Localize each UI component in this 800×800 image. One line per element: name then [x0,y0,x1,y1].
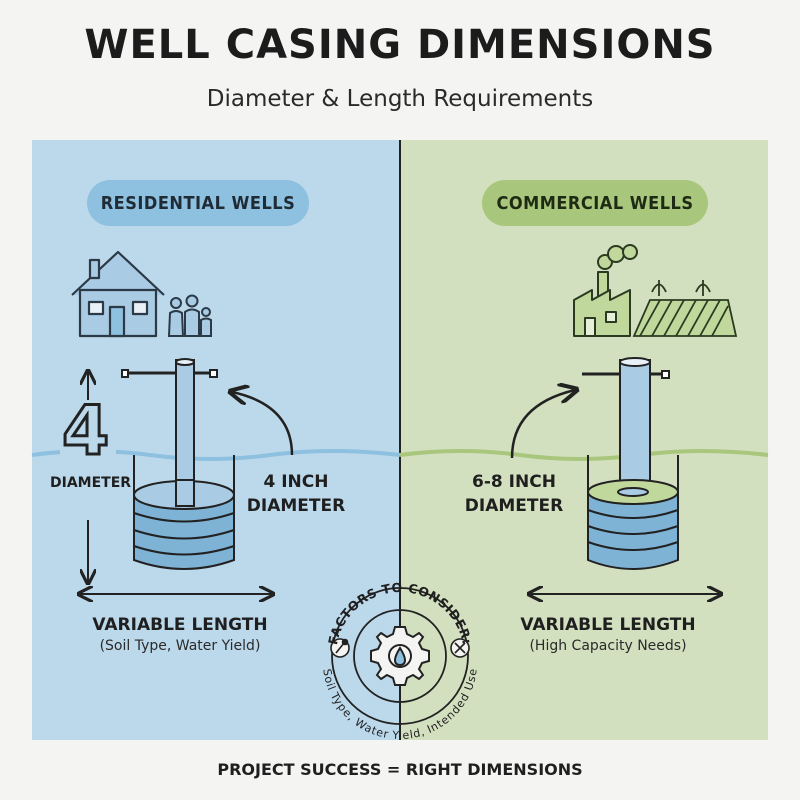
residential-callout-line2: DIAMETER [246,496,346,516]
residential-callout-arrow [232,392,294,456]
residential-length-label: VARIABLE LENGTH [92,615,268,635]
page-subtitle: Diameter & Length Requirements [206,86,594,112]
wrench-icon [330,638,350,658]
commercial-callout-arrow [510,390,575,459]
commercial-casing [582,357,679,570]
residential-diameter-callout: 4 INCH DIAMETER [236,470,356,518]
page-title: WELL CASING DIMENSIONS [84,22,716,68]
residential-casing [121,358,235,570]
commercial-callout-line2: DIAMETER [464,496,564,516]
family-icon [167,294,212,337]
footer-tagline: PROJECT SUCCESS = RIGHT DIMENSIONS [217,760,583,779]
field-icon [632,280,738,337]
house-icon [71,250,165,338]
gear-droplet-icon [370,626,430,686]
center-divider [399,140,401,740]
water-line-right [399,449,769,461]
commercial-wells-pill: COMMERCIAL WELLS [482,180,708,226]
commercial-length-note: (High Capacity Needs) [529,638,687,654]
tools-icon [450,638,470,658]
residential-callout-line1: 4 INCH [263,472,329,492]
residential-big-number: 4 [60,392,110,471]
residential-length-note: (Soil Type, Water Yield) [99,638,261,654]
commercial-diameter-callout: 6-8 INCH DIAMETER [454,470,574,518]
residential-diameter-word: DIAMETER [50,475,132,491]
commercial-length-label: VARIABLE LENGTH [520,615,696,635]
factory-icon [573,244,638,337]
commercial-callout-line1: 6-8 INCH [472,472,556,492]
factors-badge: FACTORS TO CONSIDER: Soil Type, Water Yi… [320,580,479,742]
residential-wells-pill: RESIDENTIAL WELLS [87,180,309,226]
